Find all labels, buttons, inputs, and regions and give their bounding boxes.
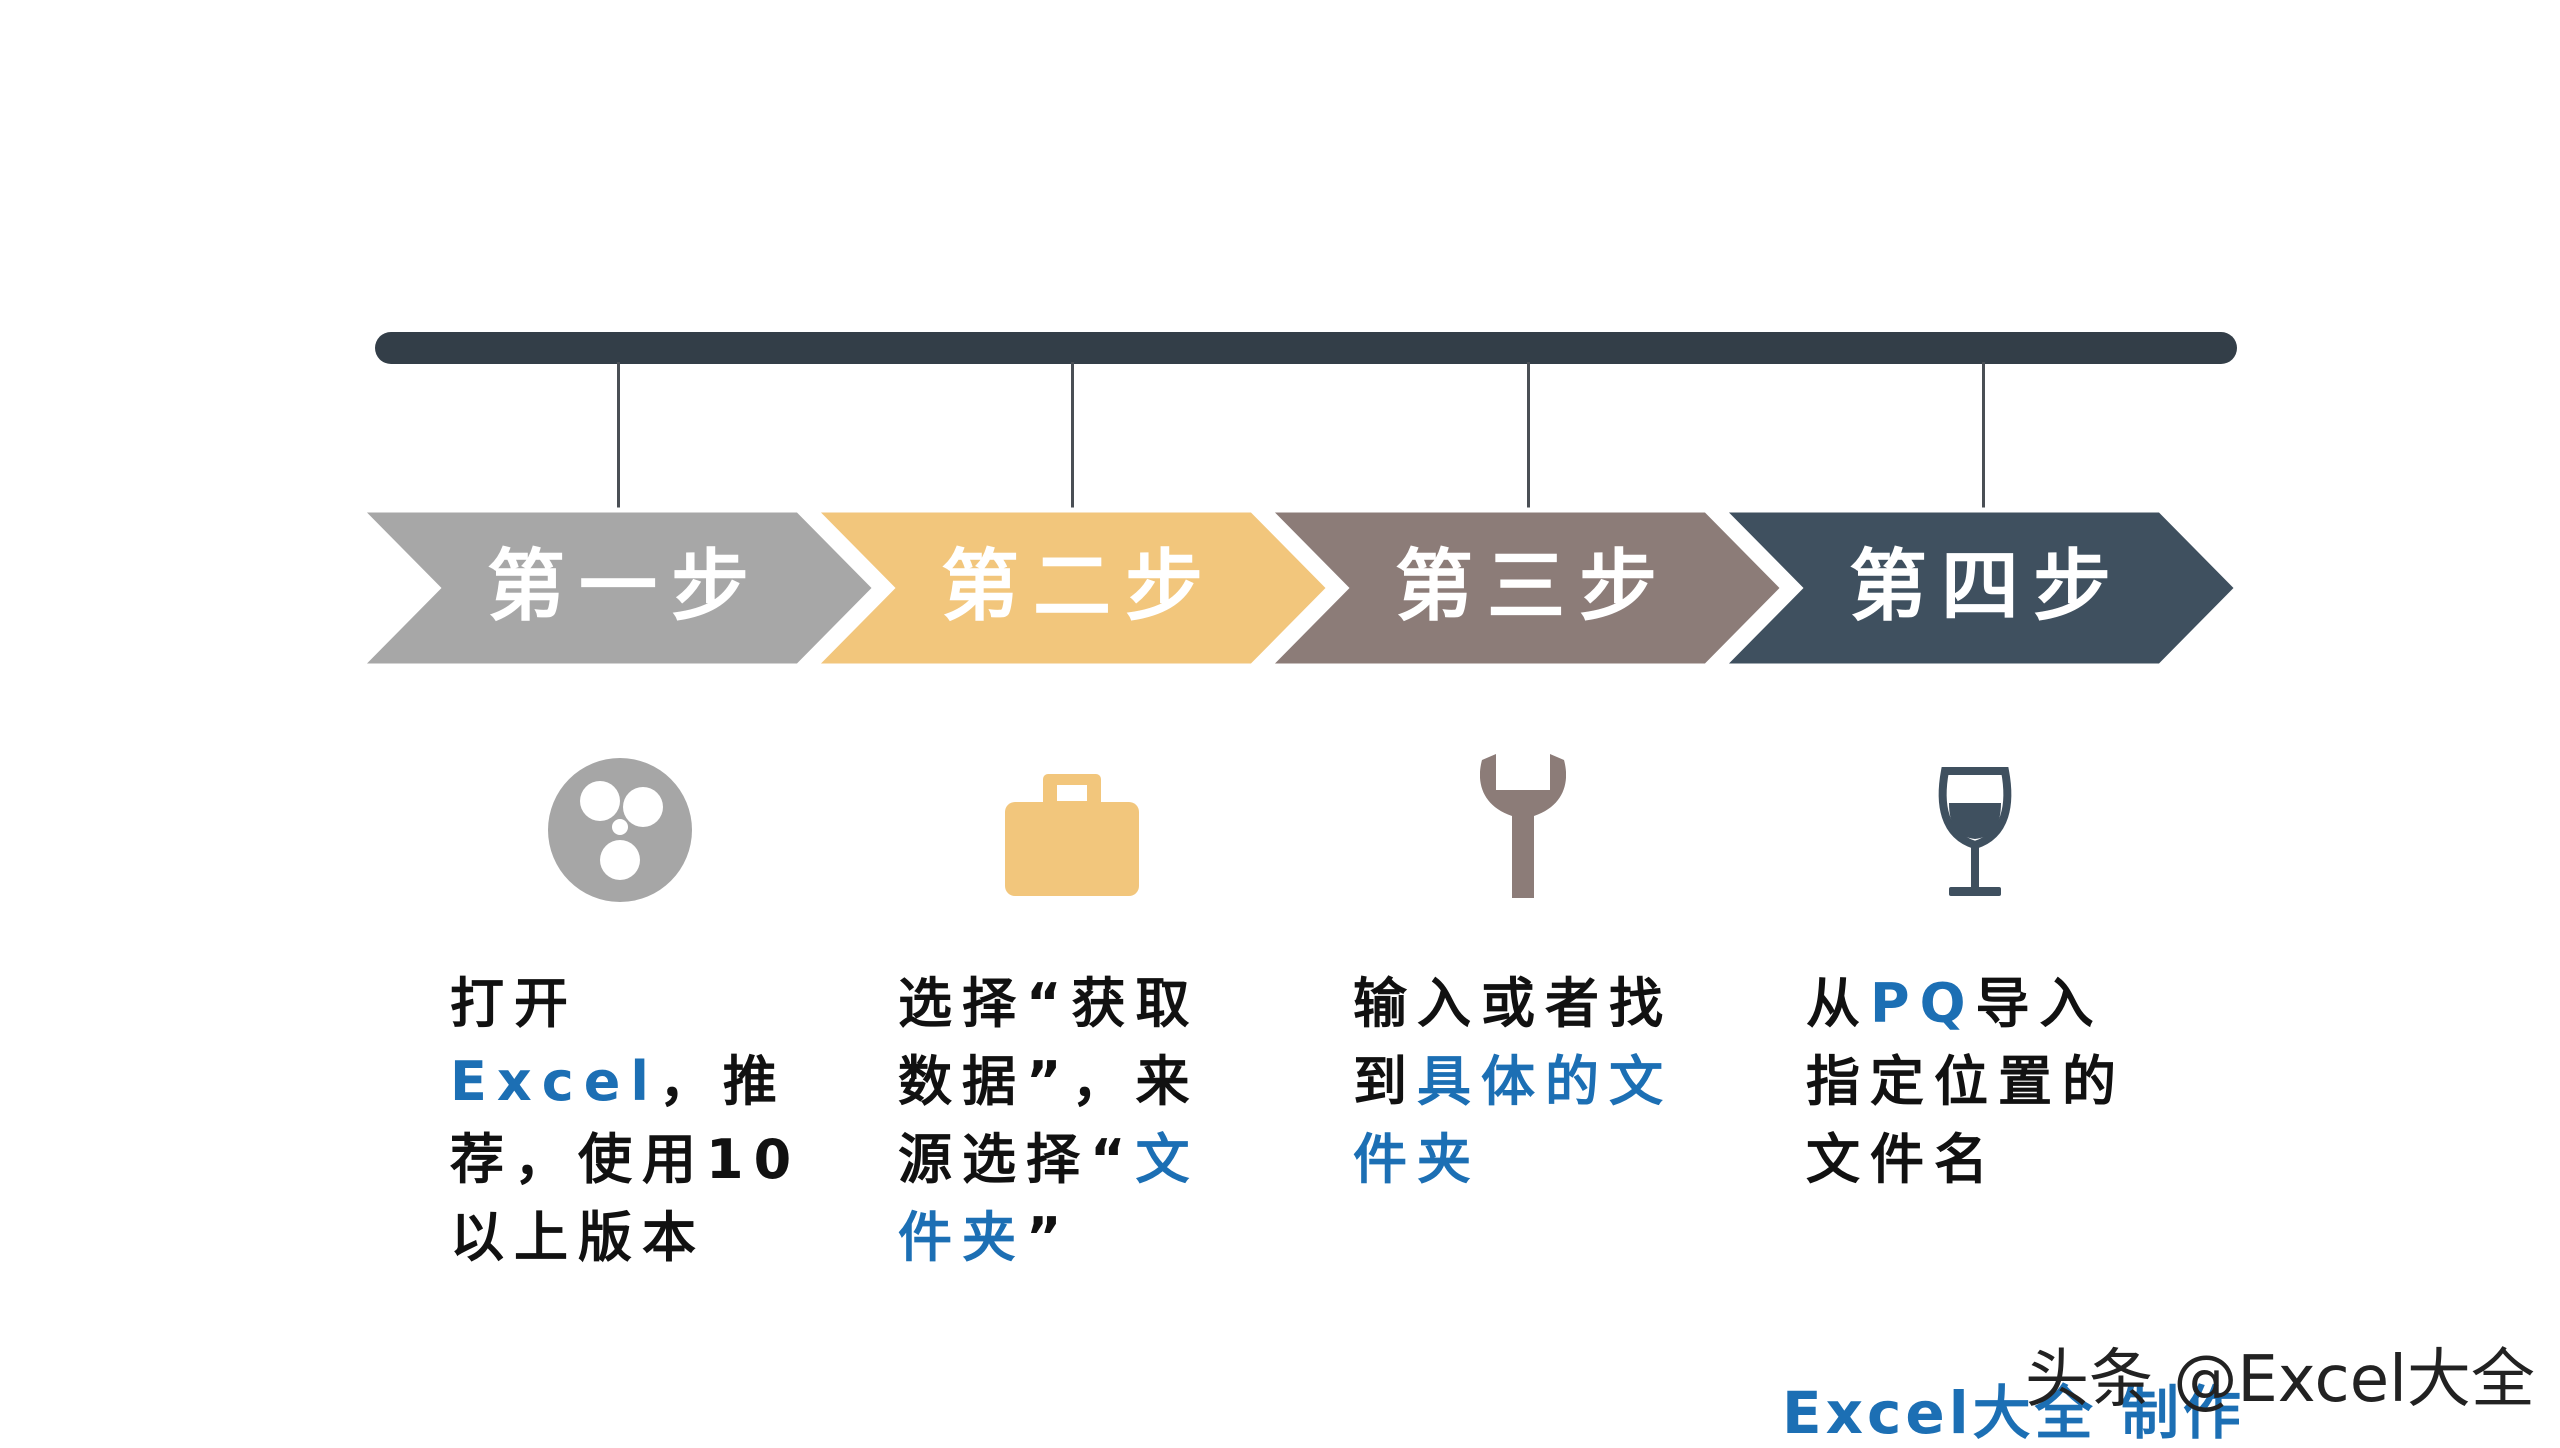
desc-segment: 从 (1806, 972, 1870, 1035)
desc-segment: 输入或者找到 (1353, 972, 1673, 1113)
desc-segment: PQ (1870, 972, 1976, 1035)
desc-segment: Excel (450, 1050, 659, 1113)
desc-segment: 具体的文件夹 (1353, 1050, 1673, 1191)
desc-segment: ，推荐，使用10以上版本 (450, 1050, 802, 1269)
desc-segment: 导入指定位置的文件名 (1806, 972, 2126, 1191)
step-4-chevron (1717, 507, 2241, 669)
step-1-chevron (355, 507, 879, 669)
step-1-description: 打开 Excel，推荐，使用10以上版本 (450, 965, 810, 1277)
desc-segment: ” (1026, 1206, 1072, 1269)
step-2-description: 选择“获取数据”，来源选择“文件夹” (898, 965, 1258, 1277)
credit-text: Excel大全 制作 (1782, 1379, 2245, 1447)
step-3-chevron (1263, 507, 1787, 669)
step-4-label: 第四步 (1848, 542, 2125, 632)
wrench-icon (1480, 754, 1566, 898)
timeline-bar (375, 332, 2237, 364)
film-reel-icon (548, 758, 692, 902)
step-1-label: 第一步 (486, 542, 763, 632)
watermark-text: 头条 @Excel大全 (2025, 1343, 2535, 1417)
step-2-label: 第二步 (940, 542, 1217, 632)
step-3-label: 第三步 (1394, 542, 1671, 632)
desc-segment: 打开 (450, 972, 578, 1035)
desc-segment: 文件夹 (898, 1128, 1200, 1269)
step-2-chevron (809, 507, 1333, 669)
wine-glass-icon (1938, 767, 2012, 896)
step-4-description: 从PQ导入指定位置的文件名 (1806, 965, 2166, 1199)
step-3-description: 输入或者找到具体的文件夹 (1353, 965, 1713, 1199)
desc-segment: 选择“获取数据”，来源选择“ (898, 972, 1200, 1191)
briefcase-icon (1005, 774, 1139, 896)
